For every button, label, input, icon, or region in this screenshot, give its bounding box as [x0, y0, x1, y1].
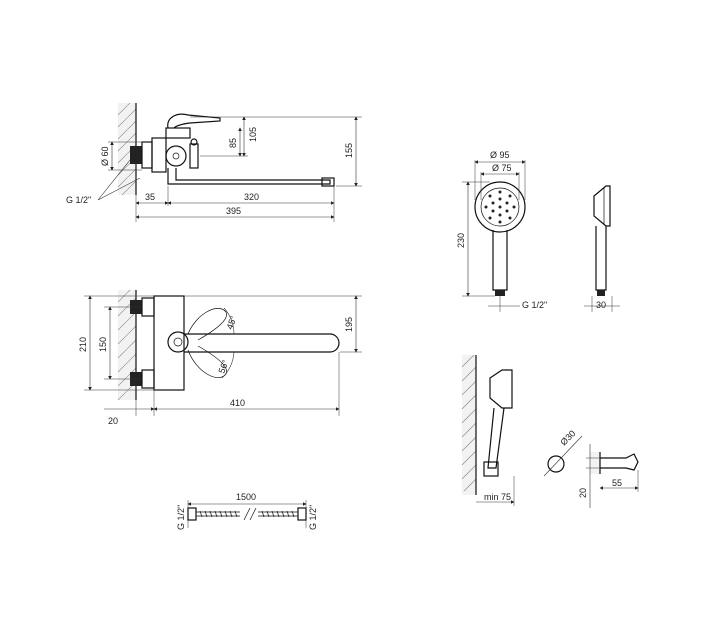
- top-spout: [184, 333, 340, 353]
- side-h-105-label: 105: [248, 127, 258, 142]
- hand-shower-side: 30: [584, 185, 620, 312]
- side-connector: [130, 146, 142, 164]
- side-wall: [118, 103, 136, 195]
- holder-min-75-label: min 75: [484, 492, 511, 502]
- holder-w-55-label: 55: [612, 478, 622, 488]
- hose-length-label: 1500: [236, 492, 256, 502]
- shower-side-head: [593, 185, 611, 227]
- side-spout: [167, 168, 331, 185]
- side-h-155-label: 155: [344, 143, 354, 158]
- shower-head-inner: [480, 187, 520, 227]
- side-w-35-label: 35: [145, 192, 155, 202]
- top-h-150-label: 150: [98, 337, 108, 352]
- shower-w-30-label: 30: [596, 300, 606, 310]
- shower-thread-label: G 1/2": [522, 300, 547, 310]
- side-h-85-label: 85: [228, 138, 238, 148]
- side-lever: [167, 113, 221, 129]
- faucet-top-view: 210 150 195 45° 56° 20 410: [78, 289, 362, 426]
- holder-wall: [462, 355, 476, 495]
- holder-h-20-label: 20: [578, 488, 588, 498]
- top-w-20-label: 20: [108, 416, 118, 426]
- holder-dia-30-label: Ø30: [558, 428, 577, 447]
- holder-bracket: [483, 461, 499, 477]
- hand-shower-front: Ø 95 Ø 75 230 G 1/2": [456, 150, 547, 312]
- top-w-410-label: 410: [230, 398, 245, 408]
- shower-h-230-label: 230: [456, 233, 466, 248]
- shower-dia-75-label: Ø 75: [492, 163, 512, 173]
- side-w-320-label: 320: [244, 192, 259, 202]
- side-thread-label: G 1/2": [66, 195, 91, 205]
- holder-hook: [600, 453, 639, 471]
- wall-holder-side: min 75: [461, 354, 515, 506]
- holder-shower-handle: [487, 407, 505, 469]
- top-lever-upper: [187, 308, 227, 341]
- top-h-195-label: 195: [344, 317, 354, 332]
- side-body-circle: [165, 145, 187, 167]
- shower-nozzles: [484, 190, 516, 224]
- top-angle-56-label: 56°: [216, 358, 230, 375]
- top-body: [153, 295, 185, 391]
- shower-side-handle: [595, 226, 607, 291]
- shower-hose: 1500 G 1/2" G 1/2": [176, 492, 318, 530]
- hose-thread-left-label: G 1/2": [176, 505, 186, 530]
- holder-wall-hatch: [461, 354, 477, 492]
- hose-body: [196, 511, 298, 517]
- shower-handle: [492, 230, 508, 291]
- faucet-side-view: Ø 60 85 105 155 G 1/2" 35 320 395: [66, 102, 362, 222]
- top-h-210-label: 210: [78, 337, 88, 352]
- hose-thread-right-label: G 1/2": [308, 505, 318, 530]
- top-angle-45-label: 45°: [224, 314, 238, 331]
- holder-round-base: [547, 455, 565, 473]
- shower-head-outer: [474, 181, 526, 233]
- holder-shower-head: [489, 369, 513, 409]
- hose-ribs: [199, 510, 295, 518]
- wall-holder-detail: Ø30 20 55: [543, 428, 639, 508]
- shower-dia-95-label: Ø 95: [490, 150, 510, 160]
- side-dia-60-label: Ø 60: [100, 146, 110, 166]
- side-w-395-label: 395: [226, 206, 241, 216]
